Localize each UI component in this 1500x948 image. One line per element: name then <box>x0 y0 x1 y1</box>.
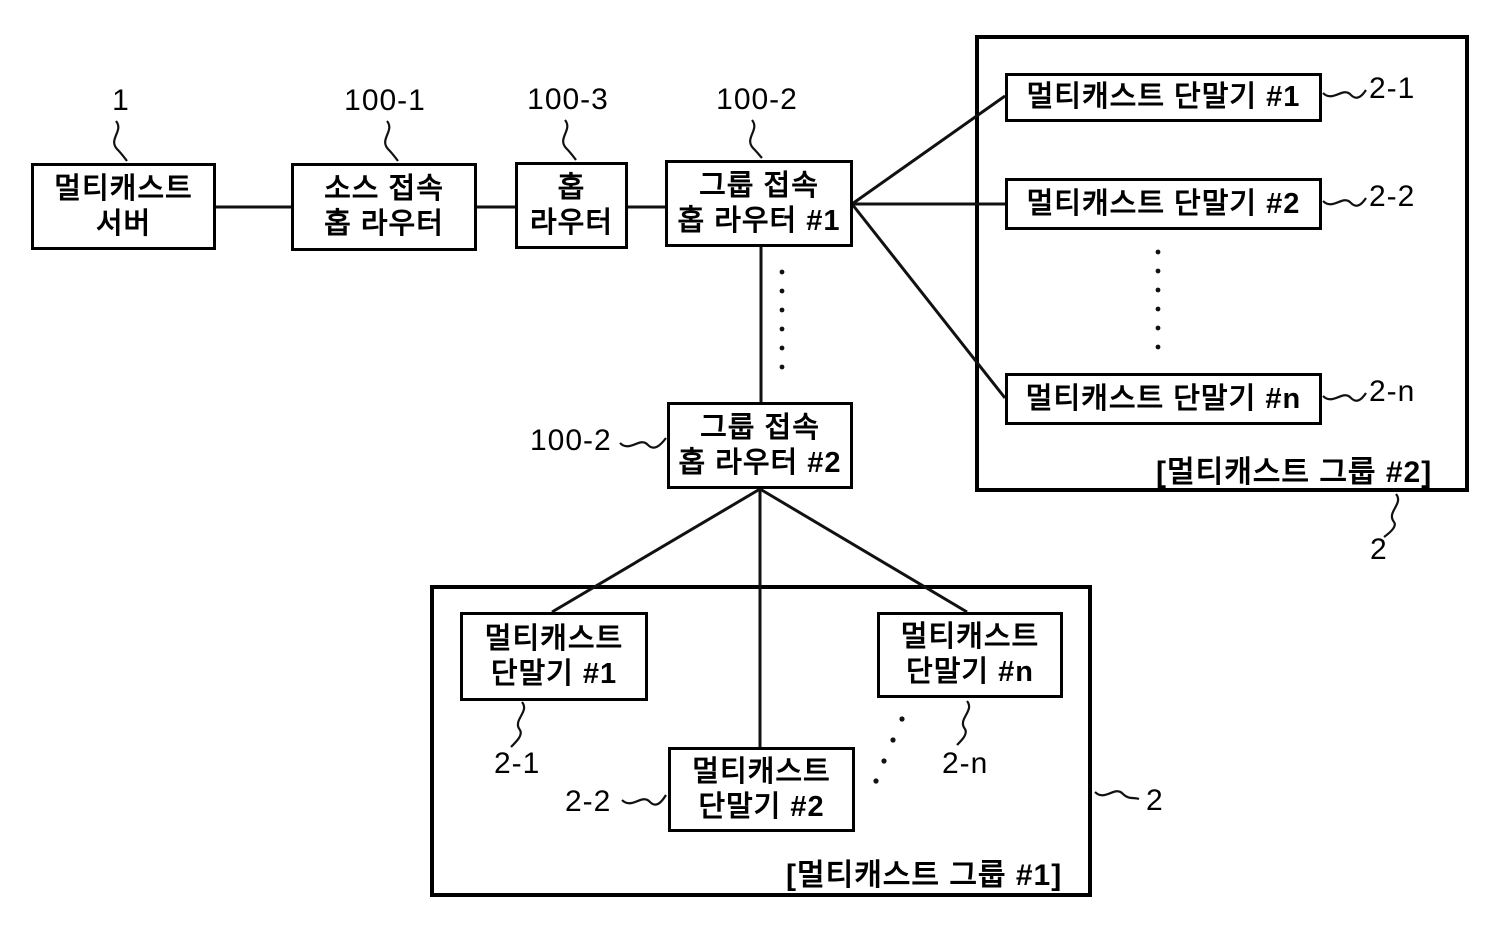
caption-multicast-group-1: [멀티캐스트 그룹 #1] <box>786 859 1063 892</box>
ref-terminal-g2-n: 2-n <box>1369 375 1416 408</box>
ref-terminal-g2-2: 2-2 <box>1369 180 1416 213</box>
terminal-g2-1: 멀티캐스트 단말기 #1 <box>1005 73 1322 122</box>
terminal-g1-n: 멀티캐스트 단말기 #n <box>877 612 1063 698</box>
terminal-g2-2: 멀티캐스트 단말기 #2 <box>1005 178 1322 230</box>
ref-group-2: 2 <box>1370 533 1388 566</box>
caption-multicast-group-2: [멀티캐스트 그룹 #2] <box>1156 456 1433 489</box>
leader-squiggle-source-router <box>384 120 399 162</box>
ref-terminal-g1-n: 2-n <box>942 747 989 780</box>
terminal-g1-1: 멀티캐스트 단말기 #1 <box>460 612 648 701</box>
terminal-g2-n: 멀티캐스트 단말기 #n <box>1005 373 1322 425</box>
node-hop-router: 홉 라우터 <box>515 162 628 249</box>
leader-squiggle-server <box>113 120 128 162</box>
leader-squiggle-hop-router <box>562 119 577 161</box>
ref-terminal-g1-1: 2-1 <box>494 747 541 780</box>
leader-squiggle-group-router2 <box>619 437 667 449</box>
ref-group-router-2: 100-2 <box>530 424 612 457</box>
node-group-access-hop-router-1: 그룹 접속 홉 라우터 #1 <box>665 160 853 247</box>
ref-hop-router: 100-3 <box>527 83 609 116</box>
ref-source-router: 100-1 <box>344 84 426 117</box>
node-group-access-hop-router-2: 그룹 접속 홉 라우터 #2 <box>667 402 853 489</box>
ref-terminal-g1-2: 2-2 <box>565 785 612 818</box>
ref-group-1: 2 <box>1146 784 1164 817</box>
terminal-g1-2: 멀티캐스트 단말기 #2 <box>668 747 855 832</box>
leader-squiggle-group-router1 <box>749 119 763 159</box>
leader-squiggle-group1 <box>1094 790 1140 801</box>
leader-squiggle-group2 <box>1383 493 1400 538</box>
node-source-access-hop-router: 소스 접속 홉 라우터 <box>291 163 477 251</box>
ref-terminal-g2-1: 2-1 <box>1369 72 1416 105</box>
ref-server: 1 <box>112 84 130 117</box>
node-multicast-server: 멀티캐스트 서버 <box>31 163 216 250</box>
ref-group-router-1: 100-2 <box>716 83 798 116</box>
